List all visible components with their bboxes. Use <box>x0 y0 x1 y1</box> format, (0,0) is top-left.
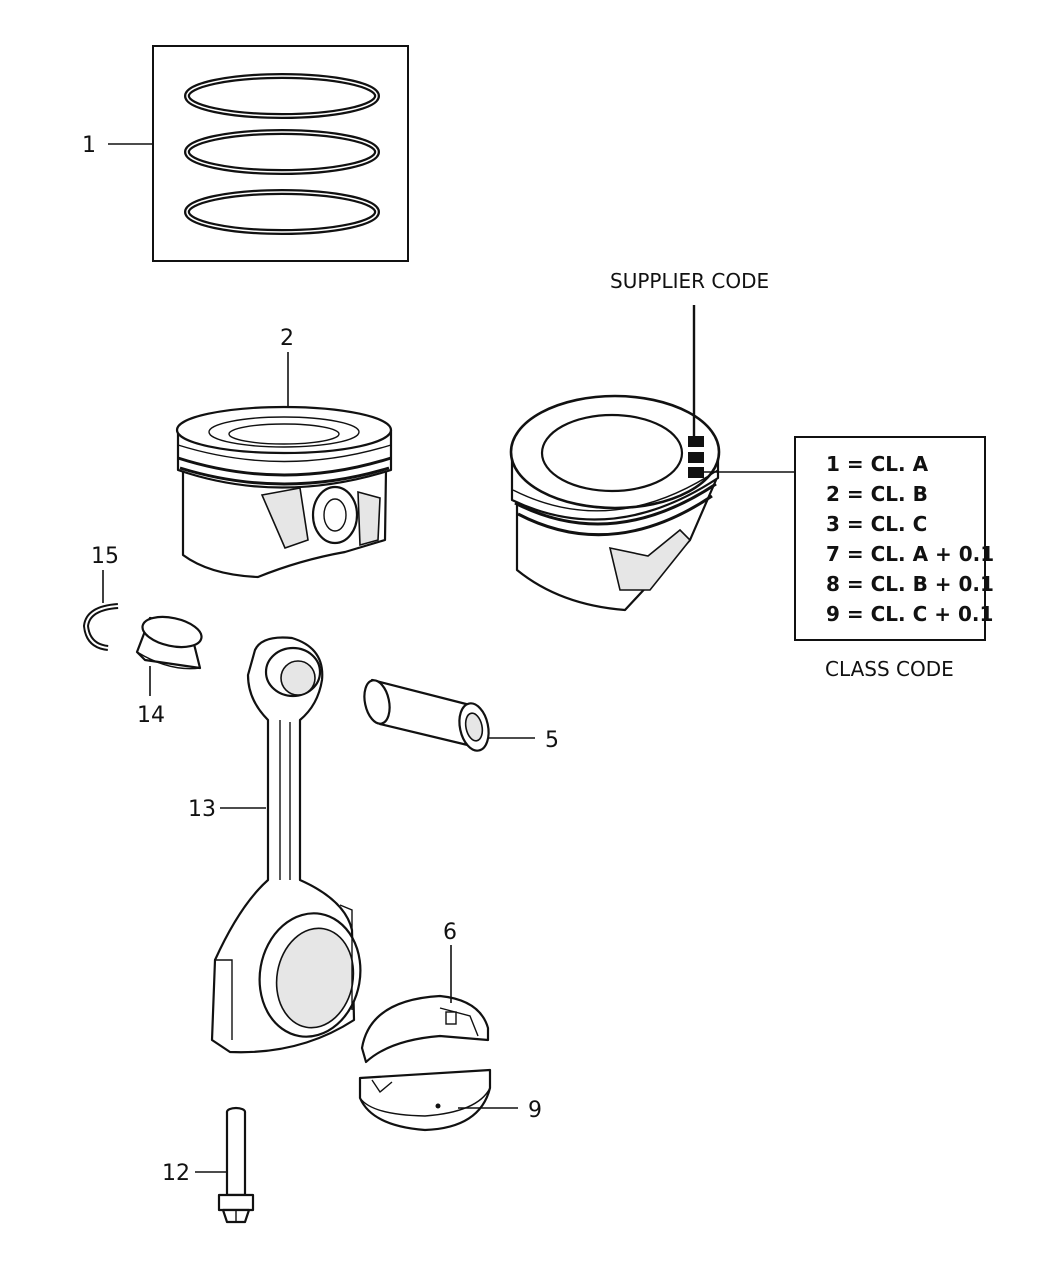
callout-9: 9 <box>528 1098 542 1123</box>
code-mark-2 <box>688 452 704 463</box>
class-code-row: 3 = CL. C <box>826 512 927 536</box>
snap-ring <box>83 603 119 651</box>
connecting-rod <box>210 636 362 1054</box>
class-code-row: 7 = CL. A + 0.1 <box>826 542 994 566</box>
supplier-code-label: SUPPLIER CODE <box>610 269 769 293</box>
callout-2: 2 <box>280 326 294 351</box>
piston-right <box>509 394 721 612</box>
callout-6: 6 <box>443 920 457 945</box>
callout-13: 13 <box>188 797 216 822</box>
code-mark-3 <box>688 467 704 478</box>
class-code-row: 2 = CL. B <box>826 482 928 506</box>
bearing-shell-lower <box>358 1068 492 1132</box>
callout-12: 12 <box>162 1161 190 1186</box>
callout-5: 5 <box>545 728 559 753</box>
rod-bolt <box>217 1106 255 1224</box>
class-code-table: 1 = CL. A 2 = CL. B 3 = CL. C 7 = CL. A … <box>794 436 994 641</box>
class-code-row: 1 = CL. A <box>826 452 929 476</box>
class-code-box <box>794 436 986 641</box>
piston-pin <box>363 678 490 752</box>
callout-1: 1 <box>82 133 96 158</box>
bearing-shell-upper <box>360 994 490 1064</box>
piston-left <box>175 405 393 579</box>
callout-15: 15 <box>91 544 119 569</box>
code-mark-1 <box>688 436 704 447</box>
bushing <box>135 615 203 670</box>
ring-set-box <box>152 45 409 262</box>
callout-14: 14 <box>137 703 165 728</box>
class-code-label: CLASS CODE <box>825 657 954 681</box>
class-code-row: 9 = CL. C + 0.1 <box>826 602 993 626</box>
class-code-row: 8 = CL. B + 0.1 <box>826 572 994 596</box>
piston-ring-set <box>152 45 409 262</box>
